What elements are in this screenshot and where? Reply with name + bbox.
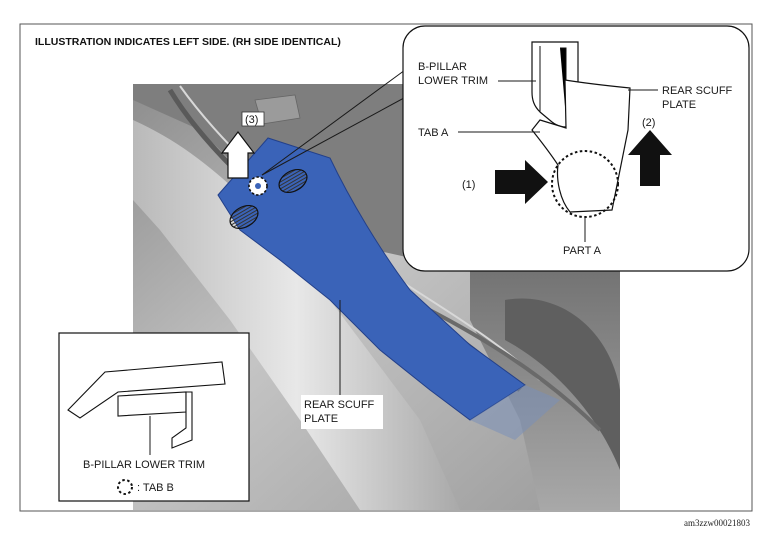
detail-rear-scuff-label-2: PLATE (662, 99, 696, 111)
tab-b-marker (248, 176, 268, 196)
figure-code: am3zzw00021803 (684, 518, 750, 528)
inset-detail: B-PILLAR LOWER TRIM : TAB B (58, 332, 250, 502)
tab-b-legend-icon (117, 479, 133, 495)
callout-step-1: (1) (462, 179, 475, 191)
callout-step-3: (3) (245, 114, 258, 126)
inset-part-label: B-PILLAR LOWER TRIM (83, 459, 205, 471)
main-rear-scuff-label-1: REAR SCUFF (304, 399, 375, 411)
clip-marker (278, 168, 308, 194)
callout-step-2: (2) (642, 117, 655, 129)
inset-legend-label: : TAB B (137, 482, 174, 494)
rear-scuff-plate (217, 137, 526, 421)
lift-arrow-2 (628, 130, 672, 186)
detail-part-a-label: PART A (563, 245, 602, 257)
detail-b-pillar-label-1: B-PILLAR (418, 61, 467, 73)
push-arrow-1 (495, 160, 548, 204)
figure-header: ILLUSTRATION INDICATES LEFT SIDE. (RH SI… (35, 36, 341, 48)
detail-rear-scuff-label-1: REAR SCUFF (662, 85, 733, 97)
detail-callout: (1) (2) B-PILLAR LOWER TRIM REAR SCUFF P… (402, 25, 750, 272)
pull-up-arrow-3 (220, 131, 256, 179)
detail-tab-a-label: TAB A (418, 127, 449, 139)
clip-marker (229, 204, 259, 230)
detail-b-pillar-label-2: LOWER TRIM (418, 75, 488, 87)
main-rear-scuff-label-2: PLATE (304, 413, 338, 425)
